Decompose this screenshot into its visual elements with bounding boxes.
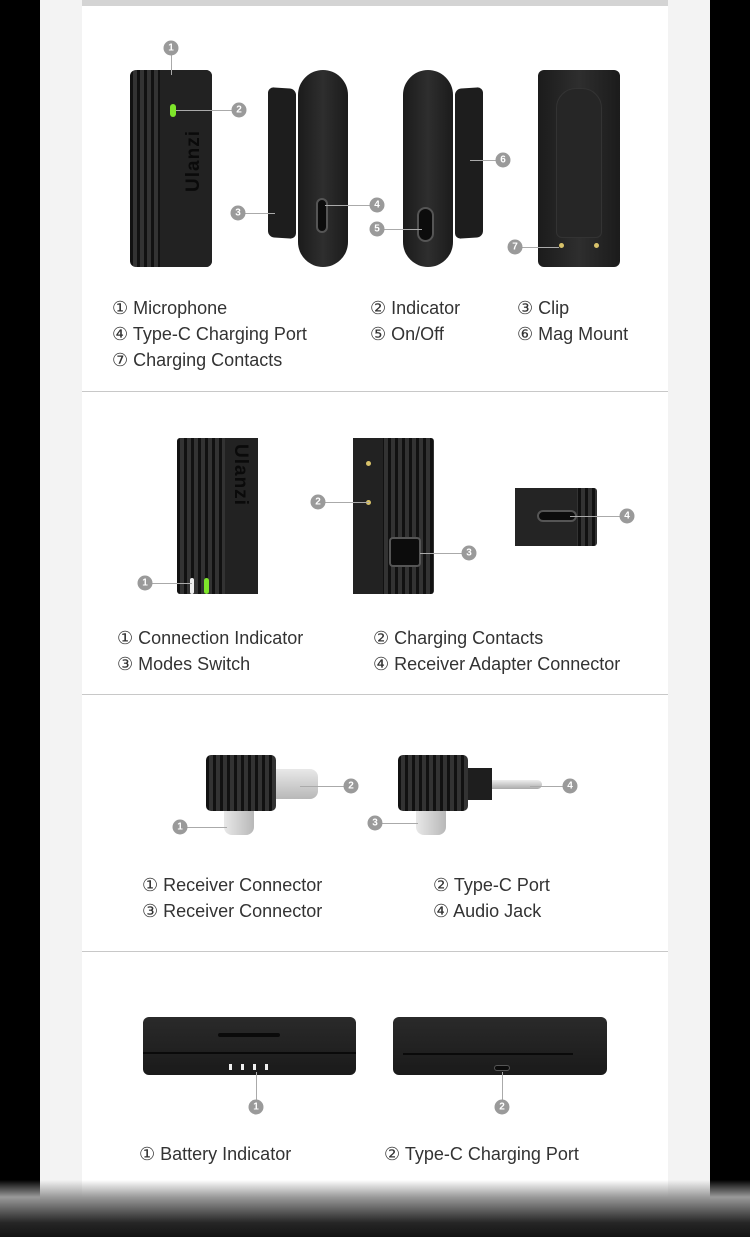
type-c-adapter — [206, 755, 276, 811]
callout-marker: 3 — [367, 815, 383, 831]
callout-marker: 2 — [343, 778, 359, 794]
battery-indicator-leds — [229, 1064, 268, 1070]
callout-marker: 4 — [369, 197, 385, 213]
callout-marker: 6 — [495, 152, 511, 168]
transmitter-side-view — [130, 70, 212, 267]
charging-contact — [559, 243, 564, 248]
callout-marker: 4 — [562, 778, 578, 794]
indicator-led — [170, 104, 176, 117]
legend-item: ⑥ Mag Mount — [517, 324, 629, 344]
top-divider — [82, 0, 668, 6]
callout-marker: 7 — [507, 239, 523, 255]
transmitter-rear-view — [538, 70, 620, 267]
section-divider — [82, 694, 668, 695]
receiver-plug — [224, 811, 254, 835]
callout-marker: 1 — [172, 819, 188, 835]
type-c-plug — [276, 769, 318, 799]
callout-marker: 2 — [494, 1099, 510, 1115]
ulanzi-logo: Ulanzi — [183, 130, 204, 192]
charging-contact — [594, 243, 599, 248]
legend-item: ① Microphone — [112, 298, 228, 318]
legend-item: ③ Clip — [517, 298, 570, 318]
callout-marker: 1 — [248, 1099, 264, 1115]
bottom-fade-overlay — [0, 1180, 750, 1237]
legend-item: ① Receiver Connector — [142, 875, 323, 895]
connection-indicator — [190, 578, 194, 594]
legend-item: ① Connection Indicator — [117, 628, 304, 648]
type-c-charging-port — [494, 1065, 510, 1071]
section-divider — [82, 391, 668, 392]
mag-mount-clip — [455, 87, 483, 239]
audio-adapter — [398, 755, 468, 811]
legend-item: ② Indicator — [370, 298, 461, 318]
legend-item: ⑦ Charging Contacts — [112, 350, 283, 370]
clip — [268, 87, 296, 239]
callout-marker: 3 — [230, 205, 246, 221]
receiver-side-view — [353, 438, 434, 594]
charging-case-front — [143, 1017, 356, 1075]
type-c-port — [316, 198, 328, 233]
modes-switch — [389, 537, 421, 567]
legend-item: ② Type-C Port — [433, 875, 550, 895]
audio-jack-collar — [468, 768, 492, 800]
callout-marker: 1 — [137, 575, 153, 591]
ulanzi-logo: Ulanzi — [230, 444, 251, 506]
callout-marker: 2 — [310, 494, 326, 510]
power-button — [417, 207, 434, 242]
callout-marker: 3 — [461, 545, 477, 561]
receiver-front-view — [177, 438, 258, 594]
legend-item: ③ Modes Switch — [117, 654, 251, 674]
section-divider — [82, 951, 668, 952]
legend-item: ③ Receiver Connector — [142, 901, 323, 921]
callout-marker: 4 — [619, 508, 635, 524]
legend-item: ⑤ On/Off — [370, 324, 444, 344]
charging-contact — [366, 461, 371, 466]
transmitter-front-view — [298, 70, 348, 267]
legend-item: ② Type-C Charging Port — [384, 1144, 579, 1164]
legend-item: ④ Type-C Charging Port — [112, 324, 307, 344]
audio-jack — [492, 780, 542, 789]
legend-item: ② Charging Contacts — [373, 628, 544, 648]
connection-indicator-led — [204, 578, 209, 594]
legend-item: ④ Receiver Adapter Connector — [373, 654, 621, 674]
legend-item: ① Battery Indicator — [139, 1144, 292, 1164]
callout-marker: 1 — [163, 40, 179, 56]
callout-marker: 5 — [369, 221, 385, 237]
callout-marker: 2 — [231, 102, 247, 118]
receiver-plug — [416, 811, 446, 835]
legend-item: ④ Audio Jack — [433, 901, 542, 921]
